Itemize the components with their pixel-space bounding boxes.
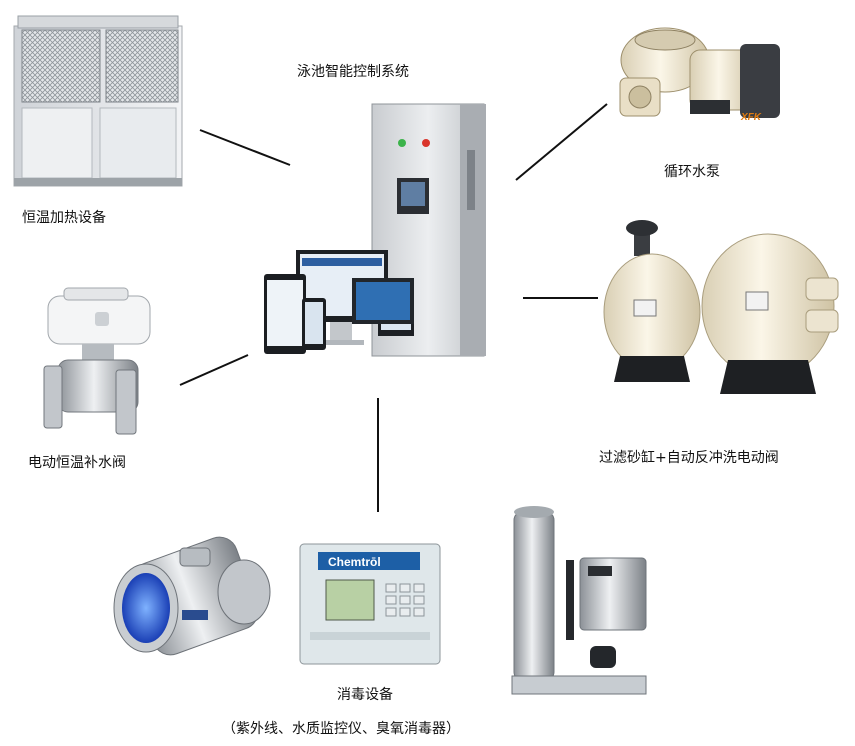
control-cabinet-icon (371, 103, 486, 357)
connector-pump (515, 103, 608, 181)
pump-brand-logo: XFK (740, 112, 762, 123)
center-label: 泳池智能控制系统 (297, 64, 409, 80)
disinfection-sublabel: （紫外线、水质监控仪、臭氧消毒器） (222, 721, 460, 737)
connector-heater (199, 129, 291, 166)
pump-label: 循环水泵 (664, 164, 720, 180)
motorized-ball-valve-icon (43, 287, 151, 435)
water-quality-monitor-icon: Chemtrōl (299, 543, 441, 665)
disinfection-label: 消毒设备 (337, 686, 393, 703)
ozone-generator-icon (511, 506, 647, 695)
connector-valve (179, 354, 249, 386)
circulation-pump-icon: XFK (619, 27, 780, 123)
uv-sterilizer-icon (113, 536, 271, 656)
connectors (179, 103, 608, 512)
heater-label: 恒温加热设备 (22, 209, 106, 226)
monitor-devices-icon (264, 250, 414, 354)
filter-label: 过滤砂缸+自动反冲洗电动阀 (599, 449, 779, 466)
sand-filter-tanks-icon (603, 220, 839, 394)
heat-pump-unit-icon (13, 15, 183, 187)
valve-label: 电动恒温补水阀 (28, 455, 126, 471)
monitor-brand-logo: Chemtrōl (328, 555, 381, 569)
